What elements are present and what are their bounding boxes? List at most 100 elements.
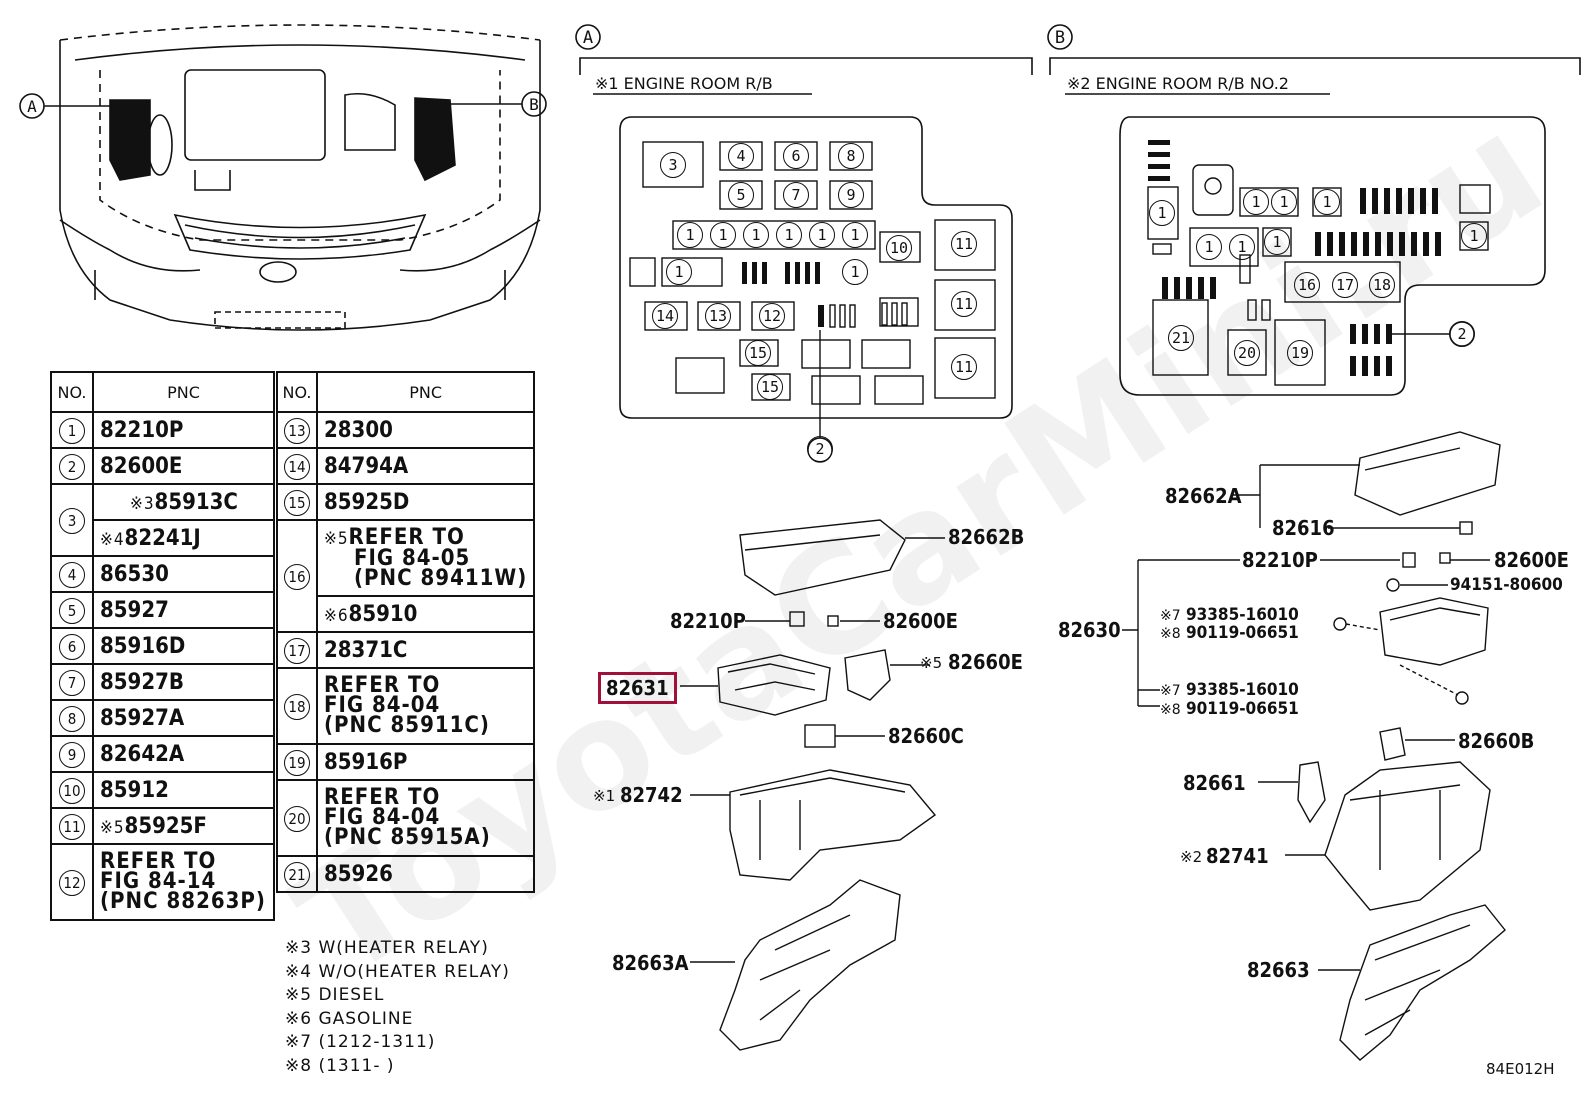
row-no: 16 <box>284 563 310 590</box>
part-82662B[interactable]: 82662B <box>948 525 1025 549</box>
box-b-num-1: 1 <box>1196 234 1222 260</box>
box-a-num-1: 1 <box>743 222 769 248</box>
part-82631-highlighted[interactable]: 82631 <box>598 672 677 704</box>
part-82661[interactable]: 82661 <box>1183 771 1246 795</box>
footnote: ※8 (1311- ) <box>285 1055 395 1076</box>
part-93385-a[interactable]: 93385-16010 <box>1186 605 1299 625</box>
footnote: ※7 (1212-1311) <box>285 1032 436 1052</box>
part-82660E[interactable]: 82660E <box>948 650 1023 674</box>
part-82210P[interactable]: 82210P <box>670 609 746 633</box>
part-82663[interactable]: 82663 <box>1247 958 1310 982</box>
ref-line: (PNC 85911C) <box>324 713 490 738</box>
box-a-num-6: 6 <box>783 143 809 169</box>
box-b-num-1: 1 <box>1149 200 1175 226</box>
row-no: 13 <box>284 417 310 444</box>
footnote: ※6 GASOLINE <box>285 1008 414 1029</box>
box-a-num-11: 11 <box>951 354 977 380</box>
box-a-num-11: 11 <box>951 291 977 317</box>
box-a-num-11: 11 <box>951 231 977 257</box>
box-b-num-2: 2 <box>1449 321 1475 347</box>
row-no: 6 <box>59 633 85 660</box>
box-b-num-1: 1 <box>1264 229 1290 255</box>
part-82660C[interactable]: 82660C <box>888 724 964 748</box>
row-no: 1 <box>59 417 85 444</box>
box-b-num-1: 1 <box>1314 189 1340 215</box>
row-note: ※5 <box>324 528 349 549</box>
ref-line: (PNC 88263P) <box>100 889 266 914</box>
table-row: 5 85927 <box>50 591 275 629</box>
note-8b: ※8 <box>1160 702 1181 718</box>
row-pnc: 85913C <box>154 489 238 515</box>
part-82616[interactable]: 82616 <box>1272 516 1335 540</box>
note-7a: ※7 <box>1160 608 1181 624</box>
header-no: NO. <box>276 371 318 413</box>
part-82741[interactable]: 82741 <box>1206 844 1269 868</box>
box-a-num-12: 12 <box>759 303 785 329</box>
box-a-num-4: 4 <box>728 143 754 169</box>
row-no: 2 <box>59 453 85 480</box>
row-note: ※6 <box>324 605 349 626</box>
part-82210P[interactable]: 82210P <box>1242 548 1318 572</box>
callout-a: A <box>583 28 593 48</box>
box-a-num-13: 13 <box>705 303 731 329</box>
part-82660E-note: ※5 <box>920 654 943 672</box>
callout-b: B <box>1055 28 1065 48</box>
row-no: 5 <box>59 597 85 624</box>
part-82741-note: ※2 <box>1180 848 1203 866</box>
row-pnc: 85927 <box>92 591 275 629</box>
ref-line: REFER TO <box>324 785 441 810</box>
part-82663A[interactable]: 82663A <box>612 951 689 975</box>
box-a-num-7: 7 <box>783 182 809 208</box>
table-row: 11※585925F <box>50 807 275 845</box>
row-pnc: 28300 <box>315 411 536 449</box>
box-a-num-14: 14 <box>652 303 678 329</box>
box-a-num-1: 1 <box>677 222 703 248</box>
header-no: NO. <box>50 371 94 413</box>
row-pnc: 85925F <box>124 813 207 839</box>
row-pnc: 85916D <box>92 627 275 665</box>
ref-line: REFER TO <box>348 524 465 550</box>
row-no: 12 <box>59 869 85 896</box>
box-a-num-15: 15 <box>757 374 783 400</box>
part-82630[interactable]: 82630 <box>1058 618 1121 642</box>
ref-line: FIG 84-14 <box>100 869 217 894</box>
row-pnc: 28371C <box>315 631 536 669</box>
part-90119-a[interactable]: 90119-06651 <box>1186 623 1299 643</box>
ref-line: FIG 84-04 <box>324 805 441 830</box>
box-a-num-3: 3 <box>660 152 686 178</box>
row-pnc: 85910 <box>348 601 418 627</box>
part-82600E[interactable]: 82600E <box>1494 548 1569 572</box>
box-a-num-9: 9 <box>838 182 864 208</box>
part-93385-b[interactable]: 93385-16010 <box>1186 680 1299 700</box>
box-a-num-1: 1 <box>842 259 868 285</box>
part-90119-b[interactable]: 90119-06651 <box>1186 699 1299 719</box>
box-a-layout <box>629 141 996 405</box>
part-94151-80600[interactable]: 94151-80600 <box>1450 575 1563 595</box>
ref-line: (PNC 85915A) <box>324 825 491 850</box>
box-a-num-1: 1 <box>809 222 835 248</box>
parts-a-drawing <box>680 519 945 1051</box>
row-pnc: 86530 <box>92 555 275 593</box>
part-82742[interactable]: 82742 <box>620 783 683 807</box>
box-a-num-8: 8 <box>838 143 864 169</box>
box-a-num-1: 1 <box>666 259 692 285</box>
row-no: 17 <box>284 637 310 664</box>
row-no: 20 <box>284 805 310 832</box>
box-b-num-17: 17 <box>1332 272 1358 298</box>
table-row: ※482241J <box>51 519 275 557</box>
section-b-title: ※2 ENGINE ROOM R/B NO.2 <box>1067 74 1289 93</box>
section-a-title: ※1 ENGINE ROOM R/B <box>595 74 773 93</box>
row-no: 10 <box>59 777 85 804</box>
part-82662A[interactable]: 82662A <box>1165 484 1242 508</box>
header-pnc: PNC <box>92 371 275 413</box>
part-82660B[interactable]: 82660B <box>1458 729 1535 753</box>
part-82600E[interactable]: 82600E <box>883 609 958 633</box>
row-no: 14 <box>284 453 310 480</box>
